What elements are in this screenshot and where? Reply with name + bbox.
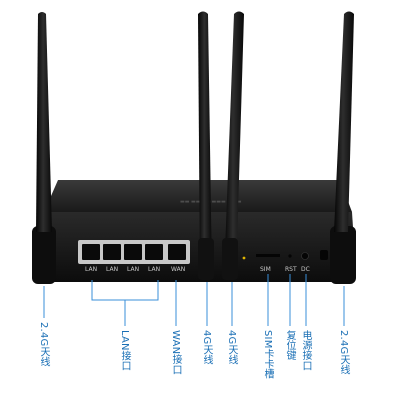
antenna-4g-2-joint	[222, 238, 238, 280]
callout-lan-ports: LAN接口	[119, 330, 130, 372]
callout-sim-slot: SIM卡卡槽	[262, 330, 273, 380]
antenna-4g-1-joint	[198, 238, 214, 280]
router-logo-emboss: ▬▬ ▬▬▬ ▬▬▬▬ ▬▬▬	[180, 199, 242, 205]
antenna-right	[334, 11, 354, 232]
antenna-left-base	[32, 226, 56, 284]
panel-label-dc: DC	[301, 266, 310, 273]
lan-port-2[interactable]	[103, 244, 121, 260]
power-switch[interactable]	[320, 250, 328, 260]
panel-label-lan-2: LAN	[106, 266, 118, 273]
antenna-left	[36, 12, 52, 232]
antenna-4g-1	[198, 11, 212, 278]
callout-antenna-left: 2.4G天线	[38, 322, 49, 367]
antenna-right-base	[330, 226, 356, 284]
panel-label-lan-3: LAN	[127, 266, 139, 273]
lan-port-3[interactable]	[124, 244, 142, 260]
wan-port[interactable]	[168, 244, 186, 260]
callout-wan-port: WAN接口	[170, 330, 181, 375]
callout-reset-key: 复位键	[284, 330, 295, 361]
reset-button[interactable]	[288, 254, 292, 258]
power-jack[interactable]	[301, 252, 309, 260]
callout-antenna-right: 2.4G天线	[338, 330, 349, 375]
panel-label-lan-1: LAN	[85, 266, 97, 273]
panel-label-sim: SIM	[260, 266, 271, 273]
callout-lines	[43, 274, 345, 326]
callout-antenna-4g-1: 4G天线	[201, 330, 212, 365]
sim-slot[interactable]	[256, 254, 280, 257]
router-top-surface	[44, 180, 352, 212]
led-indicator	[242, 256, 246, 260]
callout-power-port: 电源接口	[300, 330, 311, 371]
panel-label-rst: RST	[285, 266, 297, 273]
callout-antenna-4g-2: 4G天线	[226, 330, 237, 365]
ethernet-ports	[82, 244, 186, 260]
antenna-4g-2	[224, 11, 244, 278]
lan-port-1[interactable]	[82, 244, 100, 260]
panel-label-lan-4: LAN	[148, 266, 160, 273]
panel-label-wan: WAN	[171, 266, 185, 273]
lan-port-4[interactable]	[145, 244, 163, 260]
callout-line-lan-bracket	[91, 280, 159, 301]
